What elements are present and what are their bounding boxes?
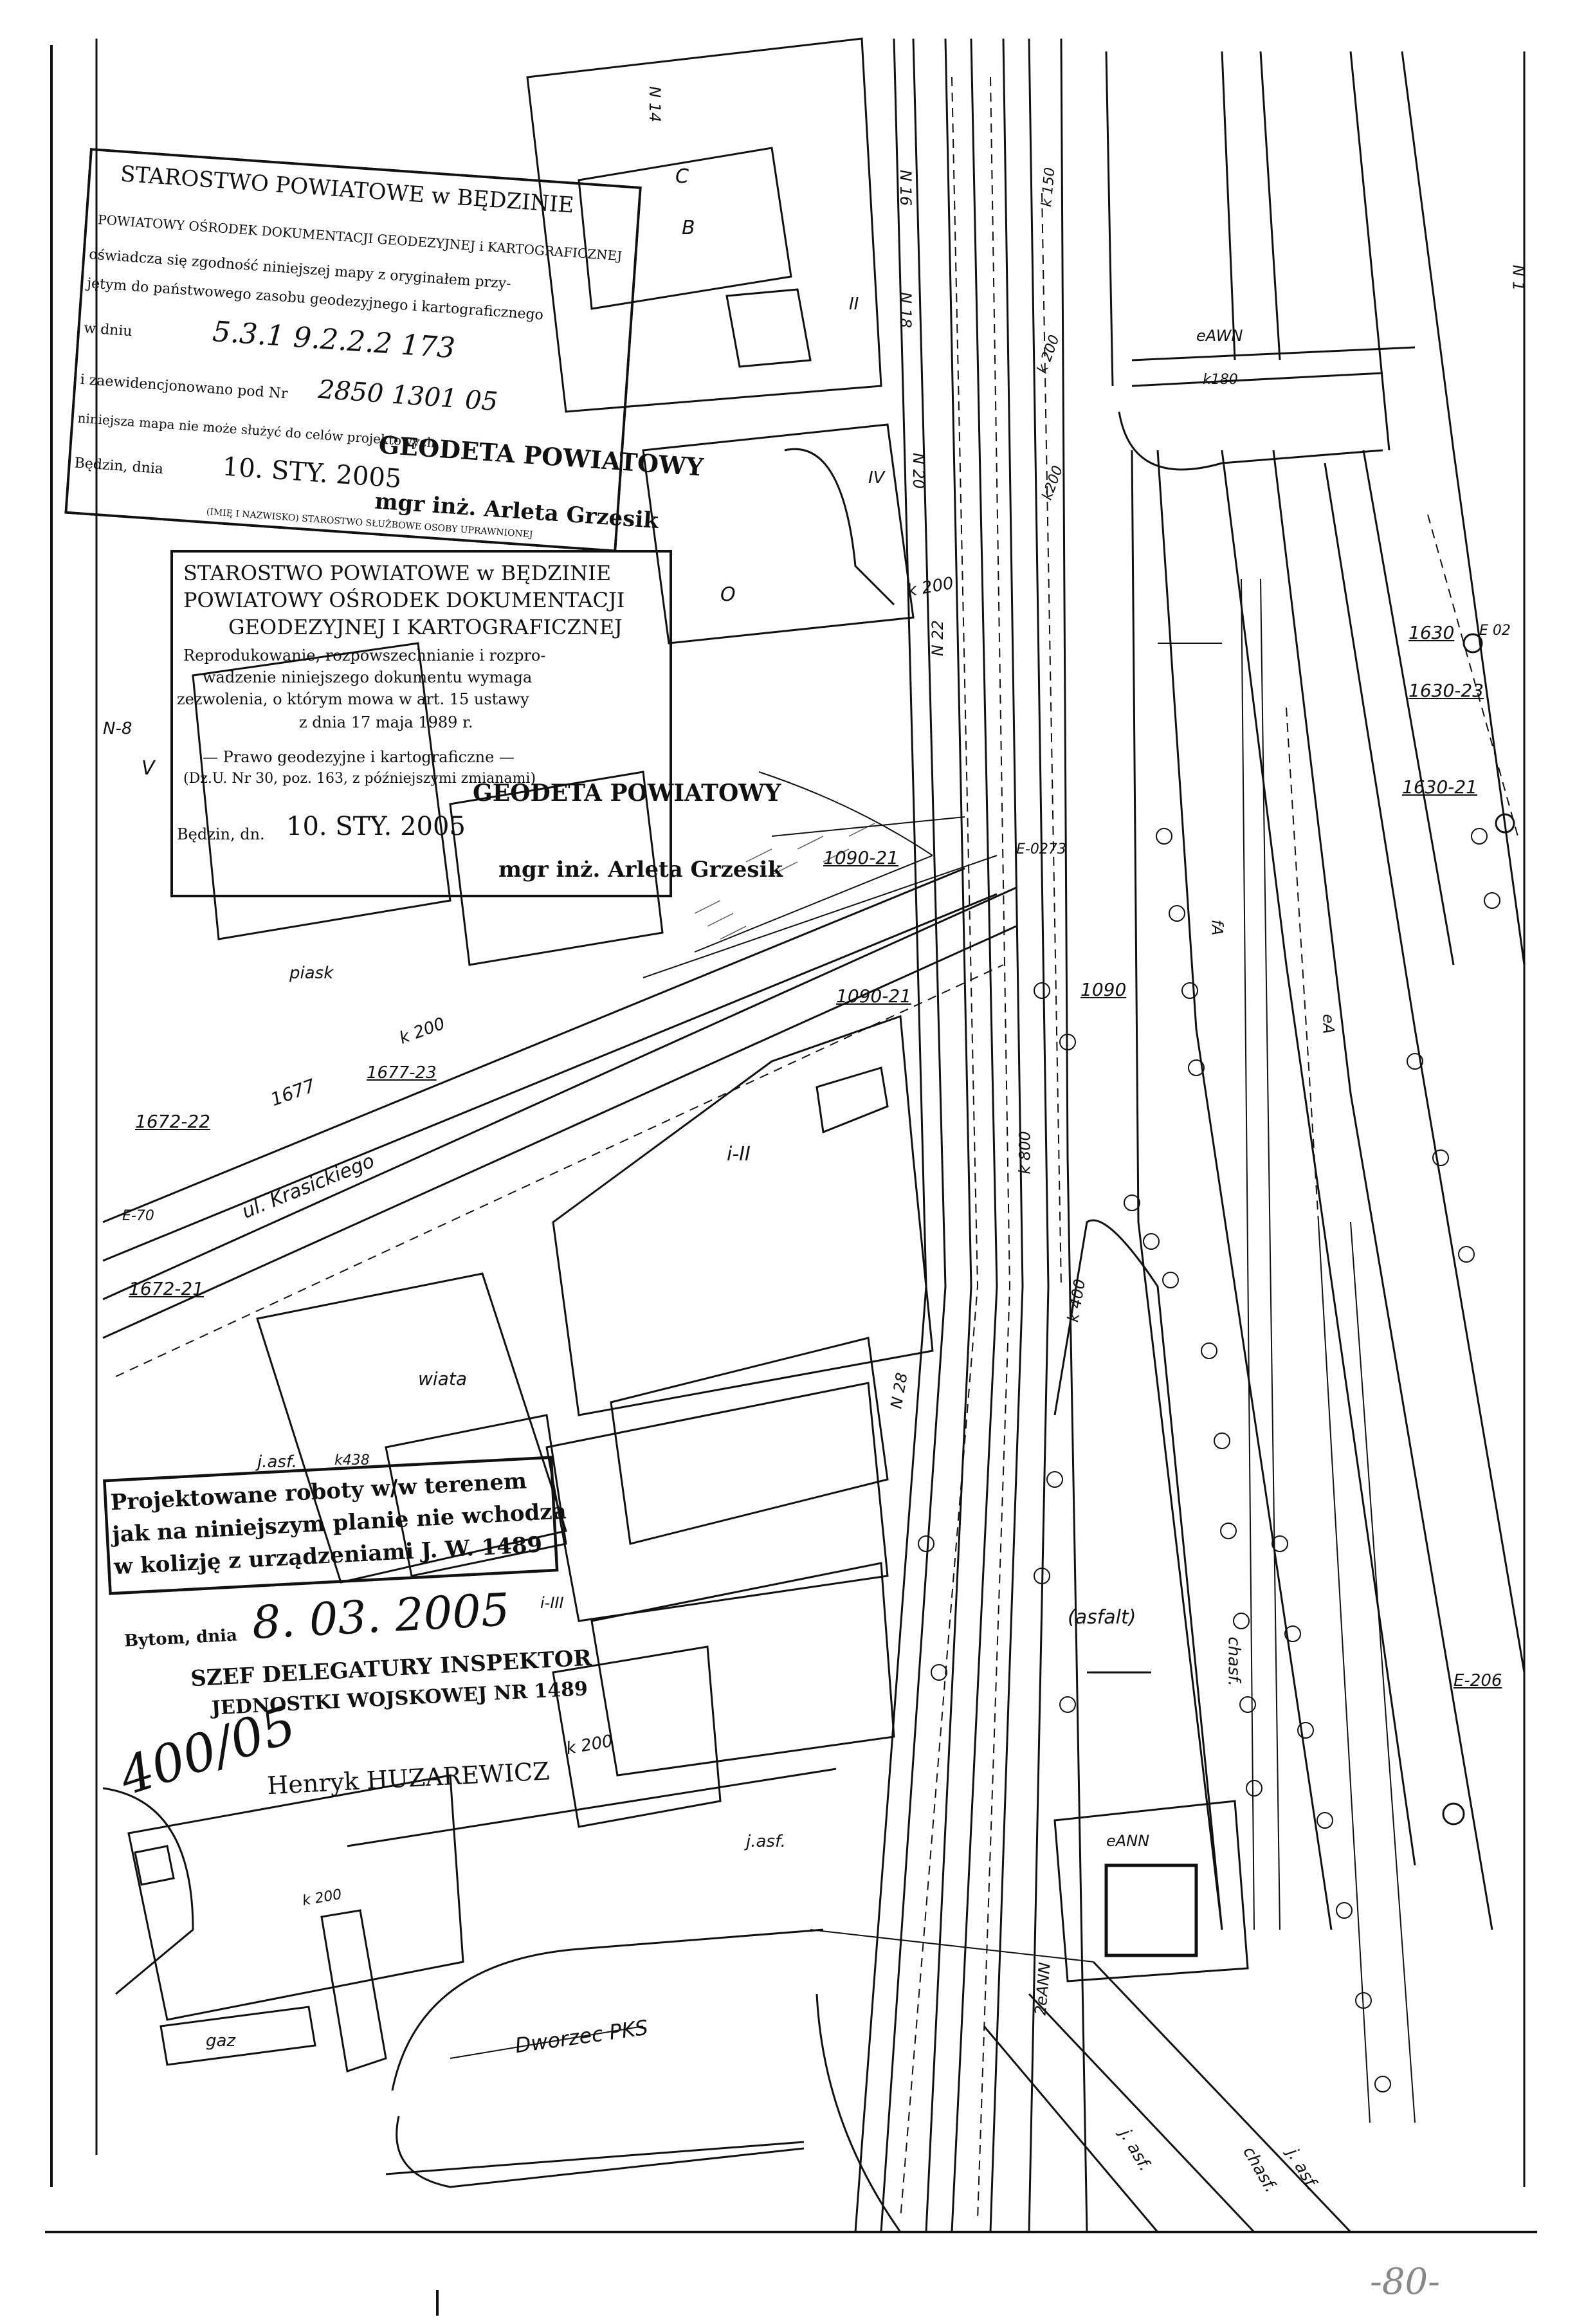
- point-id-e206: E-206: [1454, 1671, 1502, 1690]
- point-id-n8: N-8: [103, 719, 132, 738]
- stamp2-line5: zezwolenia, o którym mowa w art. 15 usta…: [177, 690, 529, 708]
- point-id-1090-21a: 1090-21: [823, 847, 898, 868]
- utility-label-ea: eA: [1319, 1014, 1338, 1034]
- point-id-e02: E 02: [1479, 623, 1511, 639]
- stamp-military-approval: Projektowane roboty w/w terenem jak na n…: [103, 1456, 592, 1839]
- utility-label-k800: k 800: [1016, 1131, 1034, 1175]
- surface-label-asfalt: (asfalt): [1068, 1606, 1136, 1629]
- point-id-1090-21b: 1090-21: [836, 985, 911, 1007]
- utility-label-k438: k438: [334, 1452, 370, 1469]
- stamp3-name: Henryk HUZAREWICZ: [266, 1757, 551, 1800]
- point-id-n20: N 20: [909, 452, 928, 490]
- point-id-e70: E-70: [122, 1208, 154, 1224]
- surface-label-wiata: wiata: [418, 1368, 467, 1389]
- building-label-i-iii: i-III: [540, 1594, 564, 1612]
- utility-label-eawn: eAWN: [1196, 327, 1243, 345]
- utility-label-eann: eANN: [1106, 1832, 1150, 1850]
- stamp2-line6: z dnia 17 maja 1989 r.: [299, 713, 473, 731]
- point-id-n16: N 16: [897, 169, 915, 206]
- utility-label-k180: k180: [1203, 372, 1238, 388]
- building-label-ii: II: [849, 295, 859, 314]
- stamp-reproduction: STAROSTWO POWIATOWE w BĘDZINIE POWIATOWY…: [170, 550, 783, 897]
- stamp2-line9: Będzin, dn.: [177, 825, 265, 843]
- stamp-certification: STAROSTWO POWIATOWE w BĘDZINIE POWIATOWY…: [64, 148, 704, 553]
- surface-label-j-asf-1: j.asf.: [257, 1452, 297, 1472]
- stamp2-title: STAROSTWO POWIATOWE w BĘDZINIE: [183, 561, 612, 585]
- point-id-n1: N 1: [1509, 264, 1527, 291]
- point-id-n18: N 18: [897, 291, 915, 329]
- point-id-n14: N 14: [646, 86, 664, 123]
- point-id-1677-23: 1677-23: [367, 1063, 437, 1083]
- building-label-i-ii: i-II: [727, 1143, 751, 1166]
- point-id-1630-23: 1630-23: [1408, 680, 1484, 701]
- point-id-n22: N 22: [929, 619, 947, 657]
- point-id-1672-22: 1672-22: [135, 1111, 210, 1132]
- stamp2-line7: — Prawo geodezyjne i kartograficzne —: [203, 748, 515, 766]
- point-id-1090: 1090: [1080, 979, 1127, 1000]
- stamp3-line4: Bytom, dnia: [123, 1625, 238, 1651]
- stamp2-line1: POWIATOWY OŚRODEK DOKUMENTACJI: [183, 588, 625, 612]
- page-number: -80-: [1370, 2261, 1441, 2303]
- building-label-b: B: [682, 217, 695, 239]
- surface-label-chasf-1: chasf.: [1224, 1636, 1244, 1687]
- stamp2-line2: GEODEZYJNEJ I KARTOGRAFICZNEJ: [228, 615, 623, 639]
- point-id-1630-21: 1630-21: [1402, 776, 1477, 798]
- stamp2-line3: Reprodukowanie, rozpowszechnianie i rozp…: [183, 646, 546, 664]
- utility-label-k150: k 150: [1039, 167, 1059, 208]
- stamp-certification-border: [64, 148, 642, 553]
- surface-label-piask: piask: [289, 964, 334, 983]
- building-label-o: O: [720, 583, 736, 606]
- surface-label-j-asf-2: j.asf.: [746, 1832, 786, 1851]
- building-label-iv: IV: [868, 468, 885, 488]
- building-label-c: C: [675, 165, 689, 188]
- stamp-military-border: [103, 1456, 559, 1595]
- surface-label-gaz: gaz: [206, 2031, 236, 2051]
- stamp2-date: 10. STY. 2005: [286, 812, 466, 841]
- utility-label-2eann: 2eANN: [1031, 1961, 1054, 2017]
- stamp1-line4: w dniu: [83, 320, 133, 340]
- building-label-v: V: [141, 757, 155, 780]
- stamp2-name: mgr inż. Arleta Grzesik: [498, 857, 783, 883]
- stamp3-date-hand: 8. 03. 2005: [250, 1583, 511, 1650]
- point-id-1630: 1630: [1408, 622, 1455, 643]
- stamp2-line4: wadzenie niniejszego dokumentu wymaga: [203, 668, 533, 686]
- utility-label-fa: fA: [1208, 919, 1226, 936]
- stamp2-office: GEODETA POWIATOWY: [473, 780, 781, 807]
- stamp-reproduction-border: [170, 550, 672, 897]
- point-id-1672-21: 1672-21: [129, 1278, 204, 1299]
- point-id-e0273: E-0273: [1016, 841, 1066, 857]
- stamp2-line8: (Dz.U. Nr 30, poz. 163, z późniejszymi z…: [183, 771, 536, 787]
